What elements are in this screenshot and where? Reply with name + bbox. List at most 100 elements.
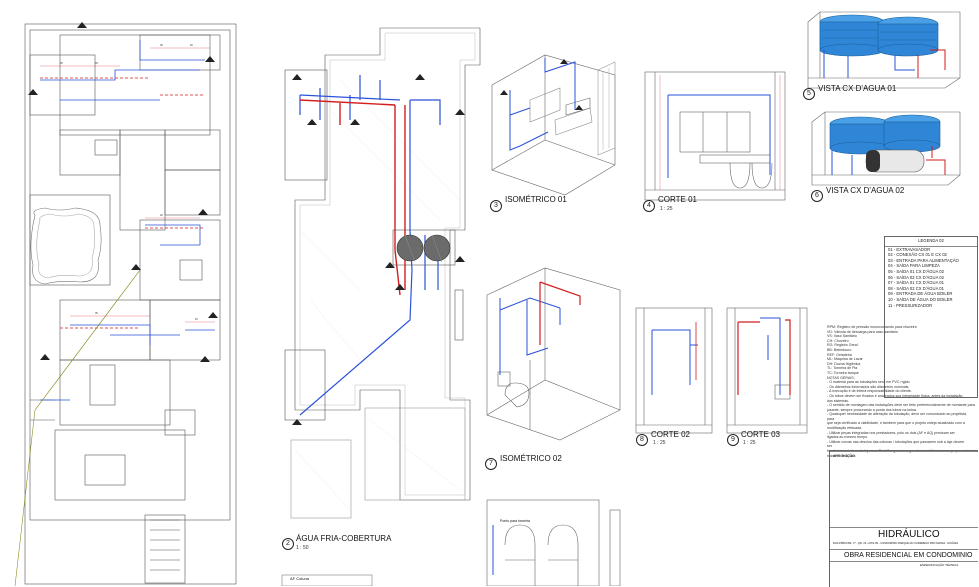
general-notes: RPM: Registro de pressão monocomando par… <box>827 325 977 458</box>
roof-tanks <box>392 229 456 266</box>
legend-item: 11 - PRESSURIZADOR <box>888 302 933 308</box>
isometric-02 <box>486 267 621 441</box>
plan-markers <box>28 22 218 362</box>
tank-view-02 <box>811 111 961 186</box>
svg-text:25: 25 <box>60 62 63 65</box>
view-3-title: ISOMÉTRICO 01 <box>505 195 567 204</box>
note-line: modificação efetuada. <box>827 426 863 431</box>
note-line: TL: Torneira de Pia <box>827 366 858 371</box>
note-line: VD: Válvula de descarga para vaso sanitá… <box>827 329 898 334</box>
svg-text:40: 40 <box>190 44 193 47</box>
iso01-markers <box>500 59 583 110</box>
address-text: RUA PRÍNCIPE, 77 - QD. 10, LOTE 09 - CON… <box>833 542 959 545</box>
note-line: que seja verificado a viabilidade, e tam… <box>827 421 965 426</box>
note-line: - Os tubos devem ser fixados e ancorados… <box>827 393 963 398</box>
floor-plan <box>24 23 237 585</box>
legend-item: 10 - SAÍDA DE ÁGUA DO BOILER <box>888 296 953 302</box>
footer-text: ESPECIFICAÇÃO TÉCNICA <box>920 563 959 567</box>
legend-item: 01 - EXTRAVASADOR <box>888 246 931 252</box>
legend-item: 08 - SAÍDA 02 CX D'ÁGUA 01 <box>888 285 944 291</box>
floor-plan-cold-pipes <box>40 40 215 401</box>
roof-plan <box>284 27 481 519</box>
section-03 <box>726 307 808 434</box>
view-4-number: 4 <box>643 200 655 212</box>
section-02 <box>635 307 713 434</box>
note-line: NOTAS GERAIS: <box>827 375 855 380</box>
bottom-note: AF Coluna <box>290 576 309 581</box>
title-block: APROVAÇÃO HIDRÁULICO RUA PRÍNCIPE, 77 - … <box>829 450 978 587</box>
floor-plan-dimensions <box>40 47 215 323</box>
section01-dims <box>659 75 781 190</box>
note-line: REF: Geladeira <box>827 352 852 357</box>
tank-01-right <box>877 16 939 57</box>
tank-02-left <box>829 116 891 155</box>
legend-box: LEGENDA 02 01 - EXTRAVASADOR 02 - CONEXÃ… <box>884 236 978 398</box>
legend-item: 05 - SAÍDA 01 CX D'ÁGUA 02 <box>888 268 944 274</box>
note-line: - A execução é de inteira responsabilida… <box>827 389 912 394</box>
floor-plan-text-marks: 25 35 35 40 20 35 20 <box>60 44 198 321</box>
view-3-number: 3 <box>490 200 502 212</box>
section-01 <box>644 71 786 201</box>
project-title: OBRA RESIDENCIAL EM CONDOMINIO <box>844 552 973 559</box>
svg-text:20: 20 <box>160 214 163 217</box>
garage-detail <box>486 499 621 586</box>
tank-02-right <box>883 114 941 153</box>
note-line: DH: Ducha Higiênica <box>827 361 861 366</box>
section02-cold-pipes <box>651 329 698 395</box>
svg-text:35: 35 <box>95 312 98 315</box>
legend-item: 07 - SAÍDA 01 CX D'ÁGUA 01 <box>888 280 944 286</box>
legend-item: 04 - SAÍDA PARA LIMPEZA <box>888 263 940 269</box>
view-2-number: 2 <box>282 538 294 550</box>
note-line: máximo de 50 cm. <box>827 453 857 458</box>
view-9-number: 9 <box>727 434 739 446</box>
note-line: VS: Vaso Sanitário <box>827 334 857 339</box>
discipline-title: HIDRÁULICO <box>878 529 940 540</box>
view-8-title: CORTE 02 <box>651 430 690 439</box>
section03-hot-pipes <box>737 319 791 395</box>
iso02-hot-pipes <box>539 281 581 345</box>
view-7-title: ISOMÉTRICO 02 <box>500 454 562 463</box>
note-line: jusante, sempre procurando a ponta dos t… <box>827 407 917 412</box>
note-line: BB: Bebedouro <box>827 347 852 352</box>
view-8-number: 8 <box>636 434 648 446</box>
svg-text:20: 20 <box>195 318 198 321</box>
legend-item: 09 - ENTRADA DE ÁGUA BOILER <box>888 291 953 297</box>
note-line: - Utilizar peças integradas nos prestado… <box>827 430 955 435</box>
note-line: ser <box>827 444 832 449</box>
legend-item: 06 - SAÍDA 02 CX D'ÁGUA 02 <box>888 274 944 280</box>
note-line: ligados ao mesmo tempo. <box>827 435 869 440</box>
boiler <box>865 149 925 173</box>
note-line: para <box>827 416 835 421</box>
view-9-title: CORTE 03 <box>741 430 780 439</box>
note-line: - Quaisquer necessidade de alteração da … <box>827 412 968 417</box>
view-5-number: 5 <box>803 88 815 100</box>
note-line: RPM: Registro de pressão monocomando par… <box>827 325 917 329</box>
view-4-title: CORTE 01 <box>658 195 697 204</box>
view-9-scale: 1 : 25 <box>743 440 756 446</box>
note-line: - O sentido de montagem das instalações … <box>827 403 975 408</box>
roof-markers <box>292 74 465 425</box>
legend-title: LEGENDA 02 <box>885 237 977 247</box>
view-2-scale: 1 : 50 <box>296 545 309 551</box>
bottom-note-frame <box>281 574 373 586</box>
view-7-number: 7 <box>485 458 497 470</box>
svg-text:35: 35 <box>95 62 98 65</box>
view-6-title: VISTA CX D'AGUA 02 <box>826 186 905 195</box>
note-line: dos sistemas. <box>827 398 849 403</box>
iso02-cold-pipes <box>499 297 561 375</box>
iso01-cold-pipes <box>509 58 576 151</box>
svg-text:35: 35 <box>160 44 163 47</box>
section01-cold-pipes <box>667 94 771 178</box>
note-line: ML: Máquina de Lavar <box>827 357 863 362</box>
view-5-title: VISTA CX D'AGUA 01 <box>818 84 897 93</box>
plan-north-line <box>34 269 141 411</box>
note-line: - O material para as tubulações será em … <box>827 380 911 385</box>
note-line: CH: Chuveiro <box>827 338 849 343</box>
floor-plan-hot-pipes <box>40 77 205 329</box>
tank-01-left <box>819 14 885 57</box>
legend-item: 02 - CONEXÃO CX 01 E CX 02 <box>888 252 947 258</box>
detail-note: Ponto para torneira <box>500 519 530 523</box>
note-line: TC: Torneira tanque <box>827 370 859 375</box>
tank-02-pipes <box>831 146 946 175</box>
